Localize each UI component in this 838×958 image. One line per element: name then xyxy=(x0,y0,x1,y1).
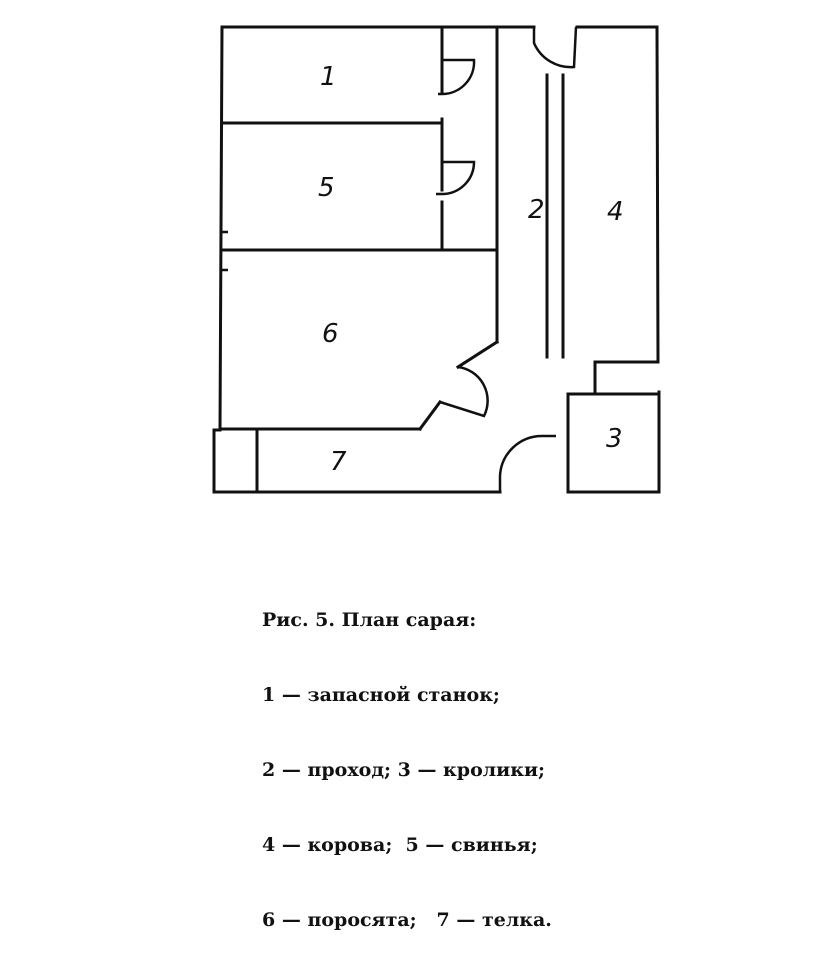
room-label-3: 3 xyxy=(606,424,623,454)
passage-rails xyxy=(545,73,565,359)
room-label-7: 7 xyxy=(330,447,347,477)
caption-line-2: 2 — проход; 3 — кролики; xyxy=(262,759,546,781)
interior-walls xyxy=(218,25,661,494)
room-label-1: 1 xyxy=(320,62,337,92)
door-room1 xyxy=(438,58,476,96)
door-bottom xyxy=(498,434,556,492)
barn-floor-plan: 1 5 6 7 2 4 3 xyxy=(212,25,661,494)
door-room6 xyxy=(439,365,489,418)
room-label-5: 5 xyxy=(318,173,335,203)
door-top xyxy=(532,26,578,69)
room-label-2: 2 xyxy=(528,195,545,225)
caption-line-1: 1 — запасной станок; xyxy=(262,684,500,706)
outer-walls xyxy=(212,25,661,494)
caption-line-3: 4 — корова; 5 — свинья; xyxy=(262,834,538,856)
room-label-4: 4 xyxy=(607,197,624,227)
room-label-6: 6 xyxy=(322,319,339,349)
room-labels: 1 5 6 7 2 4 3 xyxy=(318,62,624,477)
doors xyxy=(436,26,578,492)
caption-title: Рис. 5. План сарая: xyxy=(262,609,477,631)
door-room5 xyxy=(436,160,476,196)
figure-caption: Рис. 5. План сарая: 1 — запасной станок;… xyxy=(262,558,552,958)
caption-line-4: 6 — поросята; 7 — телка. xyxy=(262,909,552,931)
